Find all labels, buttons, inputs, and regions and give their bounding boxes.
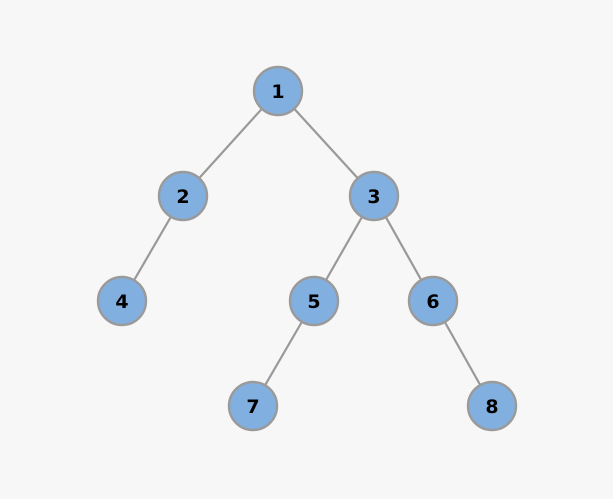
tree-node-circle-5[interactable] [288, 275, 340, 327]
tree-node-8[interactable]: 8 [466, 380, 518, 432]
tree-node-4[interactable]: 4 [96, 275, 148, 327]
tree-node-circle-7[interactable] [227, 380, 279, 432]
tree-node-circle-6[interactable] [407, 275, 459, 327]
tree-node-3[interactable]: 3 [348, 170, 400, 222]
tree-node-2[interactable]: 2 [157, 170, 209, 222]
tree-node-5[interactable]: 5 [288, 275, 340, 327]
tree-node-6[interactable]: 6 [407, 275, 459, 327]
tree-node-circle-4[interactable] [96, 275, 148, 327]
edges-layer [120, 89, 494, 408]
tree-node-1[interactable]: 1 [252, 65, 304, 117]
tree-node-circle-2[interactable] [157, 170, 209, 222]
tree-node-circle-3[interactable] [348, 170, 400, 222]
tree-node-circle-1[interactable] [252, 65, 304, 117]
tree-node-7[interactable]: 7 [227, 380, 279, 432]
tree-node-circle-8[interactable] [466, 380, 518, 432]
